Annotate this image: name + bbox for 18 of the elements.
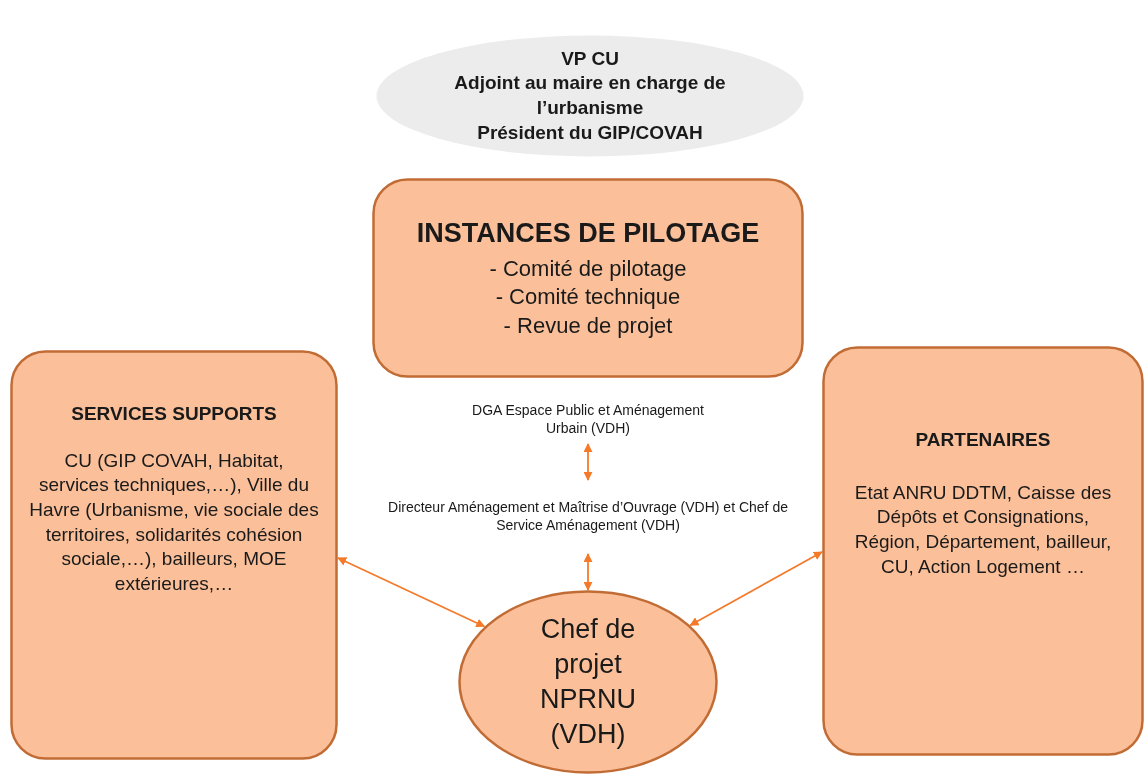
body-text: Etat ANRU DDTM, Caisse des Dépôts et Consignations, Région, Département, bailleur, CU, Action Logement … [853,480,1113,579]
body-text: - Revue de projet [503,311,673,340]
heading: INSTANCES DE PILOTAGE [416,216,760,250]
heading: SERVICES SUPPORTS [71,402,277,426]
body-text: Chef de projet NPRNU (VDH) [539,612,637,752]
arrow [583,443,593,481]
heading: PARTENAIRES [915,428,1051,452]
body-text: DGA Espace Public et Aménagement Urbain (VDH) [471,400,705,438]
role-text: Président du GIP/COVAH [477,120,703,145]
role-text: VP CU [561,46,619,71]
role-text: Adjoint au maire en charge de l’urbanisme [453,71,727,120]
body-text: Directeur Aménagement et Maîtrise d’Ouvrage (VDH) et Chef de Service Aménagement (VDH) [388,497,788,535]
body-text: - Comité technique [495,283,681,312]
arrow [583,553,593,591]
arrow [689,551,823,627]
body-text: - Comité de pilotage [489,254,687,283]
body-text: CU (GIP COVAH, Habitat, services techniques,…), Ville du Havre (Urbanisme, vie sociale des territoires, solidarités cohésion sociale,…), bailleurs, MOE extérieures,… [29,448,319,597]
arrow [337,557,486,628]
